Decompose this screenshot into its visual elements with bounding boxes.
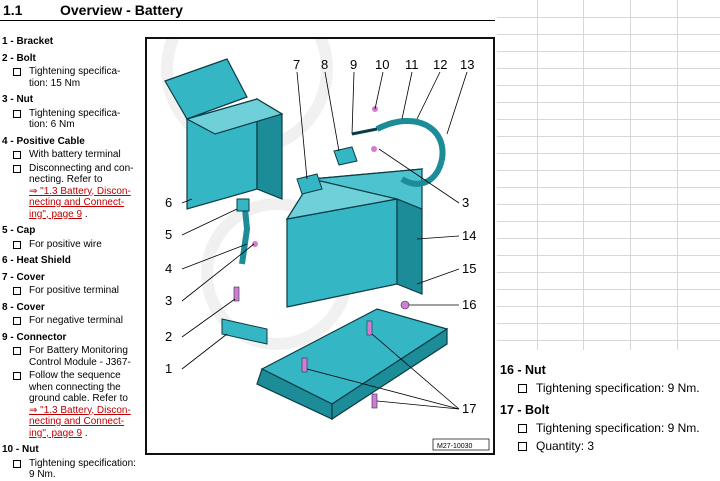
part-4-bullet-2: Disconnecting and con-necting. Refer to … (2, 163, 140, 221)
parts-list-continued: 16 - Nut Tightening specification: 9 Nm.… (500, 360, 718, 454)
figure-code: M27-10030 (437, 443, 473, 450)
callout-4: 4 (165, 261, 172, 276)
checkbox-icon (13, 459, 21, 468)
part-3-label: 3 - Nut (2, 94, 34, 105)
callout-12: 12 (433, 57, 447, 72)
checkbox-icon (518, 384, 527, 393)
positive-cap (236, 198, 250, 212)
callout-5: 5 (165, 227, 172, 242)
blank-table-grid (497, 0, 720, 476)
parts-list: 1 - Bracket 2 - Bolt Tightening specific… (2, 36, 140, 481)
battery-exploded-view: 7 8 9 10 11 12 13 6 5 4 3 2 1 3 14 15 16… (145, 37, 495, 455)
callout-15: 15 (462, 261, 476, 276)
bracket (221, 318, 268, 345)
battery-tray (256, 308, 449, 421)
part-17-quantity: Quantity: 3 (500, 438, 718, 454)
part-5-label: 5 - Cap (2, 225, 36, 236)
battery-disconnect-link-2[interactable]: ⇒ "1.3 Battery, Discon-necting and Conne… (29, 404, 131, 439)
checkbox-icon (13, 151, 21, 159)
part-17-label: 17 - Bolt (500, 403, 550, 417)
callout-9: 9 (350, 57, 357, 72)
section-title: Overview - Battery (60, 2, 183, 18)
part-10-spec: Tightening specification: 9 Nm. (2, 458, 140, 481)
checkbox-icon (13, 347, 21, 355)
battery-disconnect-link[interactable]: ⇒ "1.3 Battery, Discon-necting and Conne… (29, 185, 131, 220)
callout-16: 16 (462, 297, 476, 312)
part-2-label: 2 - Bolt (2, 52, 36, 64)
checkbox-icon (13, 68, 21, 76)
callout-7: 7 (293, 57, 300, 72)
part-7-label: 7 - Cover (2, 271, 45, 283)
part-3-spec: Tightening specifica-tion: 6 Nm (2, 108, 140, 131)
part-8-label: 8 - Cover (2, 301, 45, 313)
checkbox-icon (13, 372, 21, 380)
callout-1: 1 (165, 361, 172, 376)
callout-11: 11 (405, 57, 419, 72)
part-4-bullet-1: With battery terminal (2, 149, 140, 161)
part-4-label: 4 - Positive Cable (2, 135, 85, 147)
checkbox-icon (518, 424, 527, 433)
callout-3-left: 3 (165, 293, 172, 308)
section-header: 1.1 Overview - Battery (0, 0, 495, 21)
part-16-label: 16 - Nut (500, 363, 546, 377)
positive-cover (296, 173, 323, 195)
part-1-label: 1 - Bracket (2, 36, 54, 47)
callout-3-right: 3 (462, 195, 469, 210)
part-6-label: 6 - Heat Shield (2, 255, 71, 266)
part-16-spec: Tightening specification: 9 Nm. (500, 380, 718, 396)
part-5-bullet-1: For positive wire (2, 239, 140, 251)
checkbox-icon (13, 164, 21, 173)
callout-8: 8 (321, 57, 328, 72)
callout-10: 10 (375, 57, 389, 72)
ground-cable (375, 117, 446, 187)
checkbox-icon (13, 287, 21, 295)
callout-13: 13 (460, 57, 474, 72)
checkbox-icon (13, 240, 21, 249)
checkbox-icon (13, 317, 21, 325)
part-8-bullet-1: For negative terminal (2, 315, 140, 327)
checkbox-icon (13, 109, 21, 118)
callout-17: 17 (462, 401, 476, 416)
part-10-label: 10 - Nut (2, 444, 39, 455)
part-2-spec: Tightening specifica-tion: 15 Nm (2, 66, 140, 89)
section-number: 1.1 (3, 2, 23, 18)
callout-14: 14 (462, 228, 476, 243)
heat-shield (164, 58, 284, 210)
part-7-bullet-1: For positive terminal (2, 285, 140, 297)
battery-body (285, 168, 424, 308)
bolts (233, 286, 410, 409)
negative-cover (333, 146, 358, 166)
part-9-label: 9 - Connector (2, 331, 67, 343)
checkbox-icon (518, 442, 527, 451)
part-17-spec: Tightening specification: 9 Nm. (500, 420, 718, 436)
callout-6: 6 (165, 195, 172, 210)
callout-2: 2 (165, 329, 172, 344)
